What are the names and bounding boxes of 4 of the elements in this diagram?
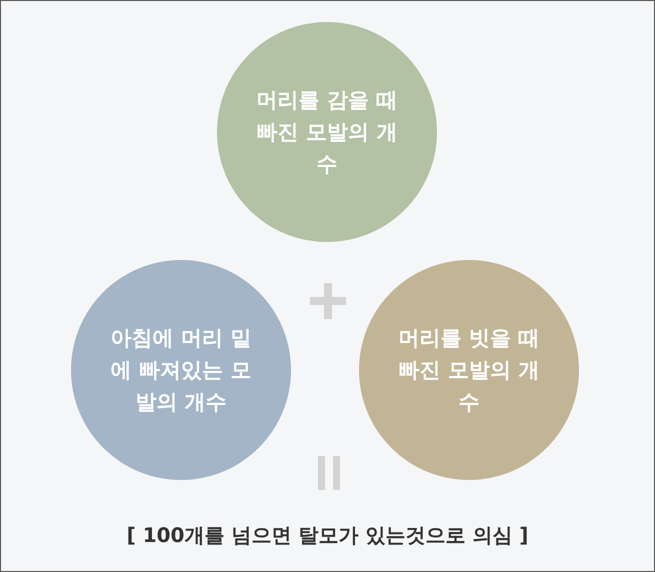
circle-label: 머리를 감을 때 빠진 모발의 개수: [256, 87, 398, 178]
caption: [ 100개를 넘으면 탈모가 있는것으로 의심 ]: [126, 523, 528, 547]
circle-label: 머리를 빗을 때 빠진 모발의 개수: [398, 325, 540, 416]
circle-label: 아침에 머리 밑에 빠져있는 모발의 개수: [110, 325, 252, 416]
